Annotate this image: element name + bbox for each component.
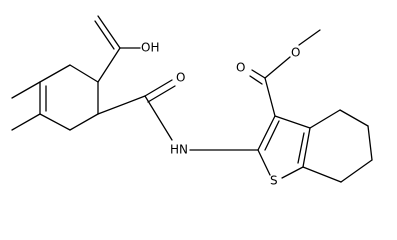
bond-thio-c7a-s <box>281 166 304 179</box>
atom-o-acid: OH <box>141 41 159 55</box>
bond-ring-c5-c6 <box>69 113 99 131</box>
bond-c1-cacid <box>97 47 121 83</box>
bond-o-methyl <box>298 29 321 46</box>
bond-c6-camide <box>97 95 146 115</box>
bond-c5-c6 <box>367 125 373 161</box>
molecule-canvas: OH O HN S O O <box>11 15 373 188</box>
bond-camide-n <box>144 95 173 141</box>
bond-cacid-o-double <box>97 15 121 49</box>
bond-c3-cester <box>264 77 276 117</box>
bond-camide-o-double <box>144 79 173 97</box>
bond-cester-o-double <box>251 69 266 79</box>
bond-c4-c5 <box>339 109 369 127</box>
bond-methyl-lower <box>11 113 41 131</box>
bond-cacid-o-double-inner <box>94 20 115 50</box>
atom-o-ester-single: O <box>291 46 300 60</box>
amide-group: O HN <box>97 71 259 157</box>
bond-cester-o-double-inner <box>249 75 263 85</box>
bond-c3a-c4 <box>309 109 341 129</box>
tetrahydro-ring <box>302 109 373 183</box>
bond-ring-c1-c2 <box>69 64 99 83</box>
atom-s-thiophene: S <box>270 174 278 188</box>
bond-thio-c3a-c7a-double <box>302 127 311 168</box>
bond-thio-c3-c3a <box>274 115 311 129</box>
bond-ring-c2-c3 <box>39 64 71 83</box>
bond-thio-c2-c3-double <box>257 115 276 151</box>
atom-o-amide: O <box>176 71 185 85</box>
cyclohexene-ring <box>39 64 99 131</box>
atom-nh-amide: HN <box>170 143 188 157</box>
thiophene-ring: S <box>257 115 311 188</box>
bond-thio-s-c2 <box>257 149 271 176</box>
bond-cester-o-single <box>264 56 291 79</box>
bond-ring-c4-c5 <box>39 113 71 131</box>
bond-camide-o-double-inner <box>147 85 176 103</box>
methyl-ester-group: O O <box>236 29 321 117</box>
carboxylic-acid-group: OH <box>94 15 159 83</box>
bond-methyl-upper <box>11 81 41 99</box>
bond-c7-c7a <box>302 166 342 183</box>
bond-thio-c3a-c7a-double-inner <box>297 132 305 164</box>
bond-thio-c2-c3-double-inner <box>264 120 280 151</box>
bond-c6-c7 <box>340 159 373 183</box>
atom-o-ester-double: O <box>236 61 245 75</box>
molecule-structure: OH O HN S O O <box>11 15 373 188</box>
